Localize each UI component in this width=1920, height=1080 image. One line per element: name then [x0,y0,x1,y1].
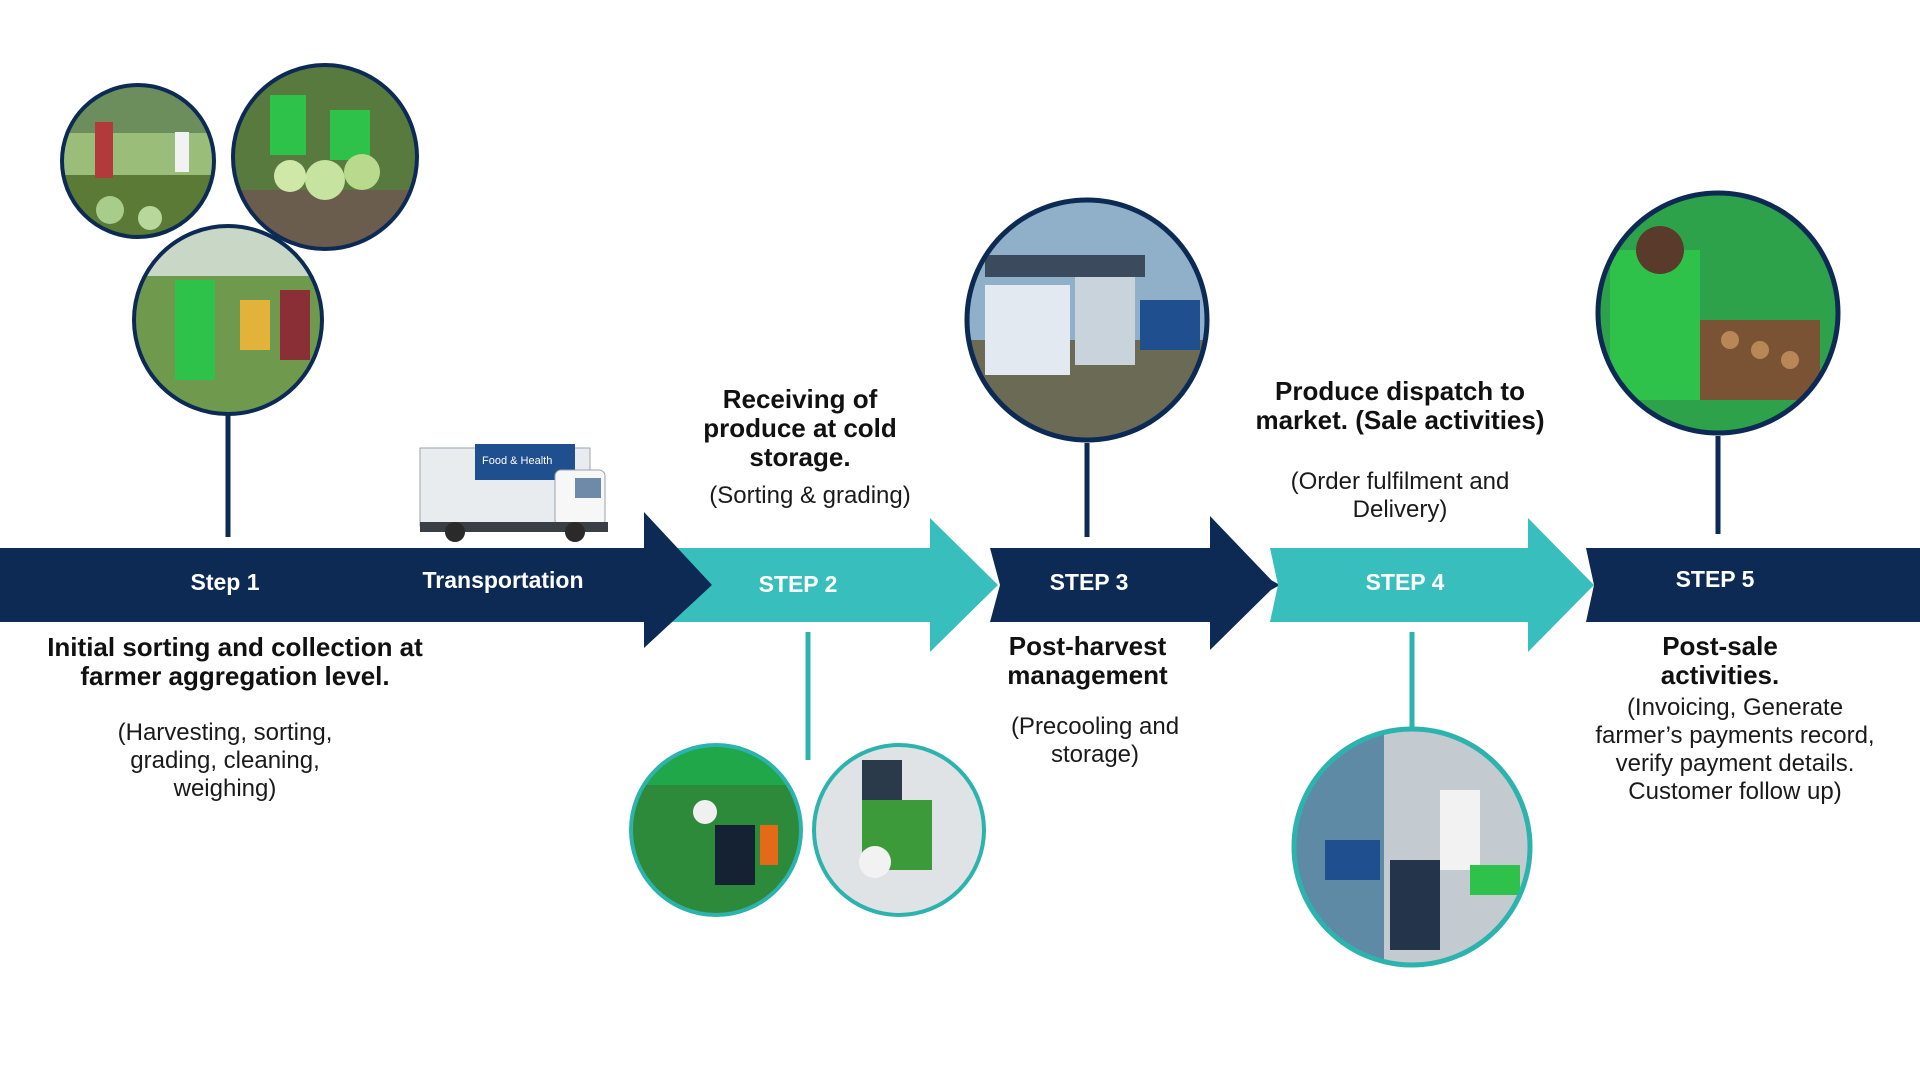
band-segment-navy-1 [0,548,650,622]
step1-photo-cabbage-loading [231,63,419,251]
step4-title: Produce dispatch to market. (Sale activi… [1255,376,1545,435]
band-label-step1: Step 1 [190,569,260,595]
band-label-step4: STEP 4 [1365,569,1445,595]
step2-photo-sorting [812,743,986,917]
band-segment-teal-2 [644,518,998,652]
step1-title: Initial sorting and collection at farmer… [47,632,423,691]
step5-subtitle: (Invoicing, Generate farmer’s payments r… [1595,694,1875,805]
step4-subtitle: (Order fulfilment and Delivery) [1290,468,1510,523]
band-label-step5: STEP 5 [1675,566,1755,592]
band-label-step2: STEP 2 [758,571,838,597]
step4-photo-loading-truck [1291,726,1533,968]
step3-title: Post-harvest management [1007,631,1168,690]
band-segment-navy-3-arrow [1210,516,1276,650]
step2-title: Receiving of produce at cold storage. [703,384,897,472]
step1-photo-farm-field [60,83,216,239]
truck-illustration: Food & Health [419,444,608,542]
step3-subtitle: (Precooling and storage) [1010,713,1180,768]
band-segment-navy-3 [990,548,1280,622]
step1-subtitle: (Harvesting, sorting, grading, cleaning,… [117,719,333,802]
step2-subtitle: (Sorting & grading) [709,482,911,509]
band-label-transportation: Transportation [422,567,584,593]
band-segment-navy-5 [1586,548,1920,622]
step3-photo-cold-room [964,197,1210,443]
step1-photo-harvesting [132,224,324,416]
step2-photo-crates [629,743,803,917]
process-band [0,512,1920,652]
step5-title: Post-sale activities. [1660,631,1780,690]
band-label-step3: STEP 3 [1049,569,1129,595]
step5-photo-packing [1595,190,1841,436]
band-segment-teal-4 [1270,518,1594,652]
truck-sign: Food & Health [482,455,552,467]
band-segment-navy-1-arrow [644,512,712,648]
